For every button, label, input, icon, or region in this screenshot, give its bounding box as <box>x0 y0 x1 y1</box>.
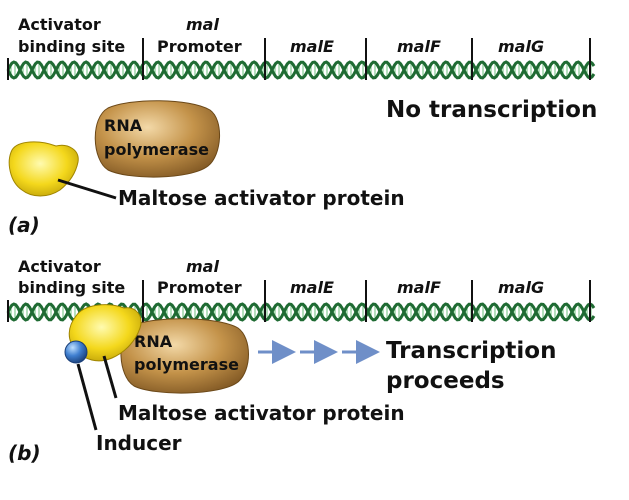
malG-label: malG <box>498 278 544 297</box>
dna-strand-1 <box>6 60 596 80</box>
malG-label: malG <box>498 37 544 56</box>
activator-pointer-line <box>57 178 117 200</box>
dna-strand-2 <box>6 60 596 80</box>
activator-protein-label: Maltose activator protein <box>118 186 405 210</box>
inducer-pointer-line <box>76 363 98 431</box>
transcription-status-line2: proceeds <box>386 368 505 394</box>
activator-protein-label: Maltose activator protein <box>118 401 405 425</box>
promoter-label: Promoter <box>157 37 242 56</box>
panel-a: Activator binding site mal Promoter malE… <box>6 15 597 237</box>
activator-site-label-line1: Activator <box>18 15 101 34</box>
mal-label: mal <box>186 15 219 34</box>
malE-label: malE <box>290 278 334 297</box>
rna-polymerase: RNA polymerase <box>120 318 249 394</box>
rna-polymerase-label-line1: RNA <box>104 116 143 135</box>
rna-polymerase-label-line2: polymerase <box>104 140 209 159</box>
malE-label: malE <box>290 37 334 56</box>
activator-pointer-line <box>102 355 118 399</box>
dna-helix <box>6 60 596 80</box>
activator-site-label-line2: binding site <box>18 37 125 56</box>
panel-b-label: (b) <box>8 441 41 465</box>
mal-label: mal <box>186 257 219 276</box>
rna-polymerase-label-line1: RNA <box>134 332 173 351</box>
rna-polymerase: RNA polymerase <box>94 100 221 178</box>
activator-site-label-line1: Activator <box>18 257 101 276</box>
maltose-activator-protein <box>8 141 79 197</box>
activator-site-label-line2: binding site <box>18 278 125 297</box>
inducer-molecule <box>64 340 88 364</box>
rna-polymerase-label-line2: polymerase <box>134 355 239 374</box>
inducer-label: Inducer <box>96 431 182 455</box>
transcription-status: No transcription <box>386 97 597 123</box>
transcription-status-line1: Transcription <box>386 338 556 364</box>
malF-label: malF <box>397 278 441 297</box>
promoter-label: Promoter <box>157 278 242 297</box>
malF-label: malF <box>397 37 441 56</box>
panel-a-label: (a) <box>8 213 40 237</box>
panel-b: Activator binding site mal Promoter malE… <box>6 257 596 465</box>
